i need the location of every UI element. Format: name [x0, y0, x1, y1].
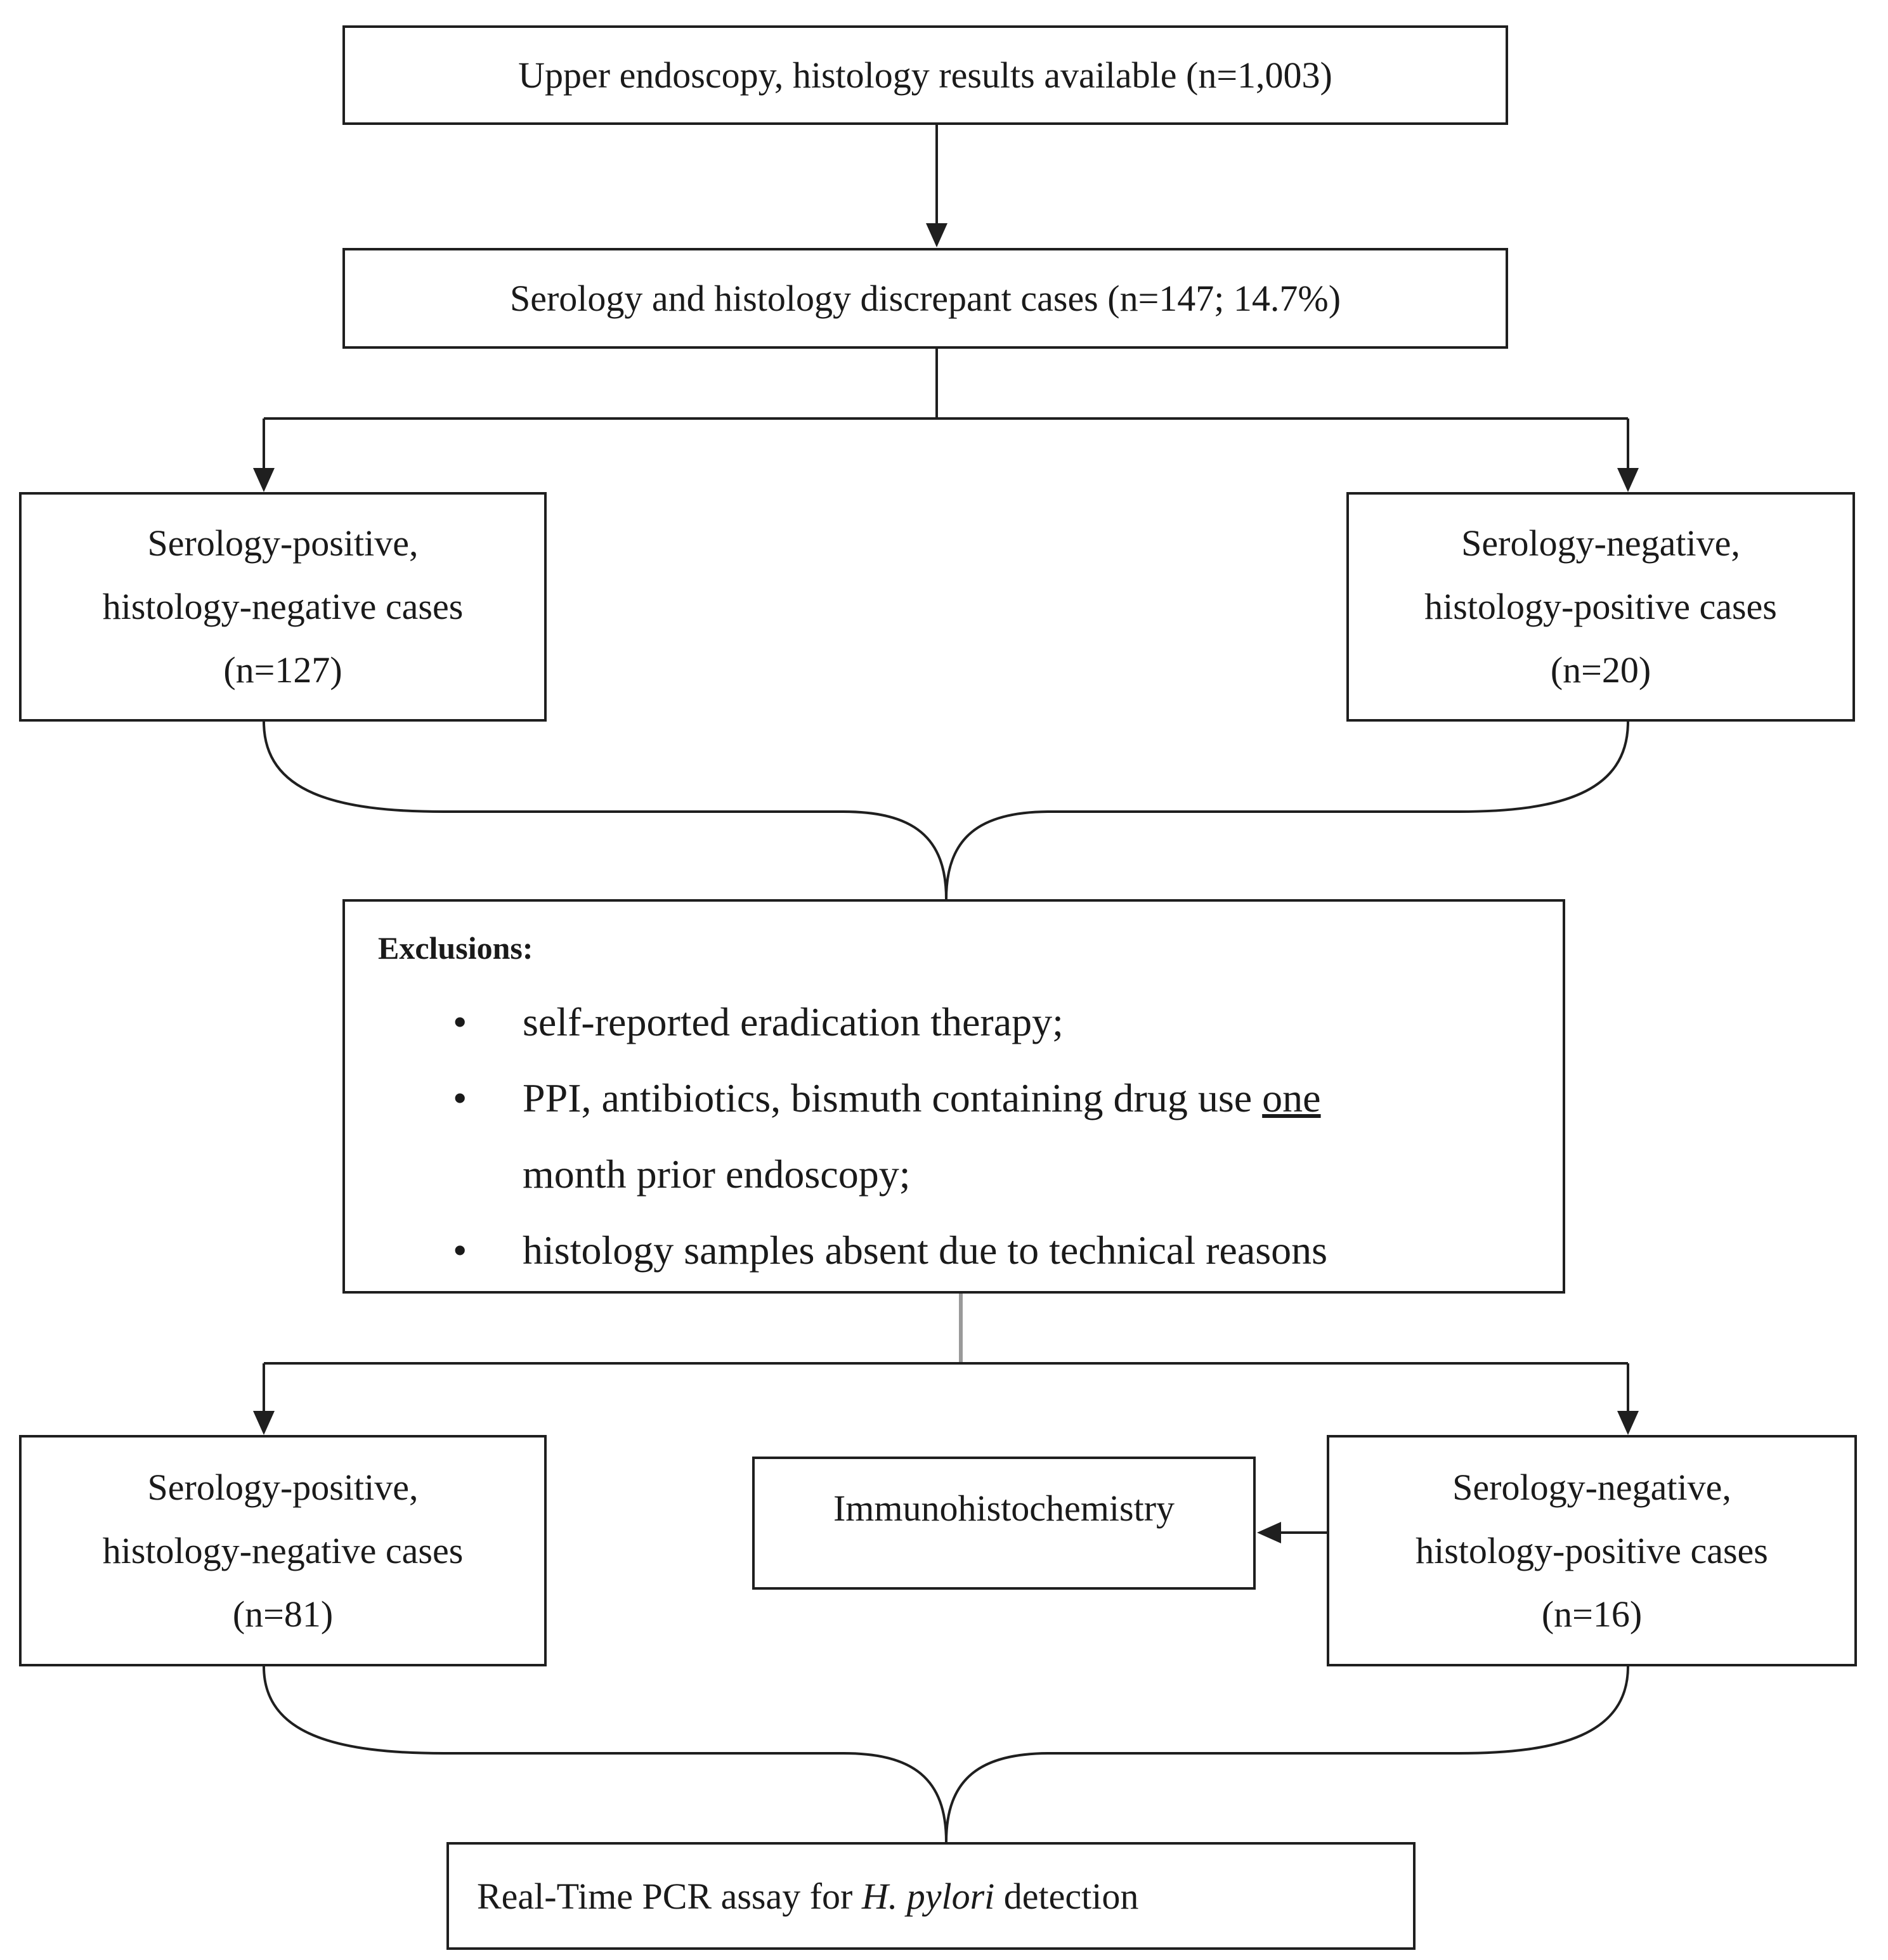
box-sp-hn-127-line2: histology-negative cases [102, 586, 464, 627]
box-sn-hp-16-line3: (n=16) [1541, 1593, 1643, 1635]
pcr-text-prefix: Real-Time PCR assay for [477, 1875, 862, 1917]
exclusion-item-3-text: histology samples absent due to technica… [523, 1228, 1328, 1273]
box-pcr-assay-text: Real-Time PCR assay for H. pylori detect… [477, 1875, 1138, 1918]
box-immunohistochemistry: Immunohistochemistry [752, 1457, 1256, 1590]
pcr-text-organism: H. pylori [861, 1875, 995, 1917]
box-sn-hp-16-line2: histology-positive cases [1416, 1529, 1768, 1571]
box-sp-hn-81-line3: (n=81) [232, 1593, 334, 1635]
box-sn-hp-20-line2: histology-positive cases [1424, 586, 1777, 627]
box-exclusions: Exclusions: • self-reported eradication … [342, 899, 1565, 1294]
box-upper-endoscopy-text: Upper endoscopy, histology results avail… [518, 55, 1332, 96]
box-sn-hp-16-line1: Serology-negative, [1452, 1466, 1731, 1508]
box-discrepant-cases: Serology and histology discrepant cases … [342, 248, 1508, 349]
arrowhead-to-sp-hn-2 [253, 1411, 275, 1435]
brace-merge-1 [263, 721, 1629, 900]
box-sn-hp-20-line3: (n=20) [1550, 649, 1651, 691]
arrowhead-to-sn-hp-2 [1617, 1411, 1639, 1435]
exclusion-item-3: • histology samples absent due to techni… [345, 1212, 1563, 1288]
box-sp-hn-81: Serology-positive, histology-negative ca… [19, 1435, 547, 1666]
pcr-text-suffix: detection [994, 1875, 1139, 1917]
arrowhead-upper-to-discrepant [926, 223, 947, 247]
bullet: • [453, 1075, 467, 1120]
bullet: • [453, 1228, 467, 1273]
box-sp-hn-127-line1: Serology-positive, [147, 522, 419, 564]
box-sp-hn-81-line1: Serology-positive, [147, 1466, 419, 1508]
box-sp-hn-81-line2: histology-negative cases [102, 1529, 464, 1571]
exclusion-item-2-text-cont: month prior endoscopy; [523, 1152, 911, 1197]
box-pcr-assay: Real-Time PCR assay for H. pylori detect… [446, 1842, 1416, 1950]
exclusion-item-2: • PPI, antibiotics, bismuth containing d… [345, 1060, 1563, 1136]
exclusion-item-1: • self-reported eradication therapy; [345, 984, 1563, 1060]
exclusion-item-2-text: PPI, antibiotics, bismuth containing dru… [523, 1075, 1263, 1120]
bullet: • [453, 999, 467, 1044]
box-sn-hp-20: Serology-negative, histology-positive ca… [1346, 492, 1855, 722]
brace-merge-2 [263, 1666, 1629, 1843]
box-sp-hn-127-line3: (n=127) [223, 649, 342, 691]
box-upper-endoscopy: Upper endoscopy, histology results avail… [342, 25, 1508, 125]
box-discrepant-cases-text: Serology and histology discrepant cases … [509, 278, 1341, 319]
box-immunohistochemistry-text: Immunohistochemistry [833, 1488, 1175, 1529]
exclusions-list: • self-reported eradication therapy; • P… [345, 984, 1563, 1288]
exclusion-item-2-underlined: one [1262, 1075, 1321, 1120]
arrowhead-to-immuno [1257, 1522, 1281, 1543]
box-sp-hn-127-text: Serology-positive, histology-negative ca… [103, 512, 464, 702]
box-sp-hn-127: Serology-positive, histology-negative ca… [19, 492, 547, 722]
arrowhead-to-sp-hn-1 [253, 468, 275, 492]
box-sn-hp-16: Serology-negative, histology-positive ca… [1327, 1435, 1857, 1666]
arrowhead-to-sn-hp-1 [1617, 468, 1639, 492]
box-sn-hp-20-text: Serology-negative, histology-positive ca… [1424, 512, 1777, 702]
exclusion-item-1-text: self-reported eradication therapy; [523, 999, 1064, 1044]
exclusions-title: Exclusions: [378, 930, 533, 966]
box-sp-hn-81-text: Serology-positive, histology-negative ca… [103, 1456, 464, 1646]
box-sn-hp-20-line1: Serology-negative, [1461, 522, 1740, 564]
box-sn-hp-16-text: Serology-negative, histology-positive ca… [1416, 1456, 1768, 1646]
exclusion-item-2-cont: month prior endoscopy; [345, 1136, 1563, 1212]
